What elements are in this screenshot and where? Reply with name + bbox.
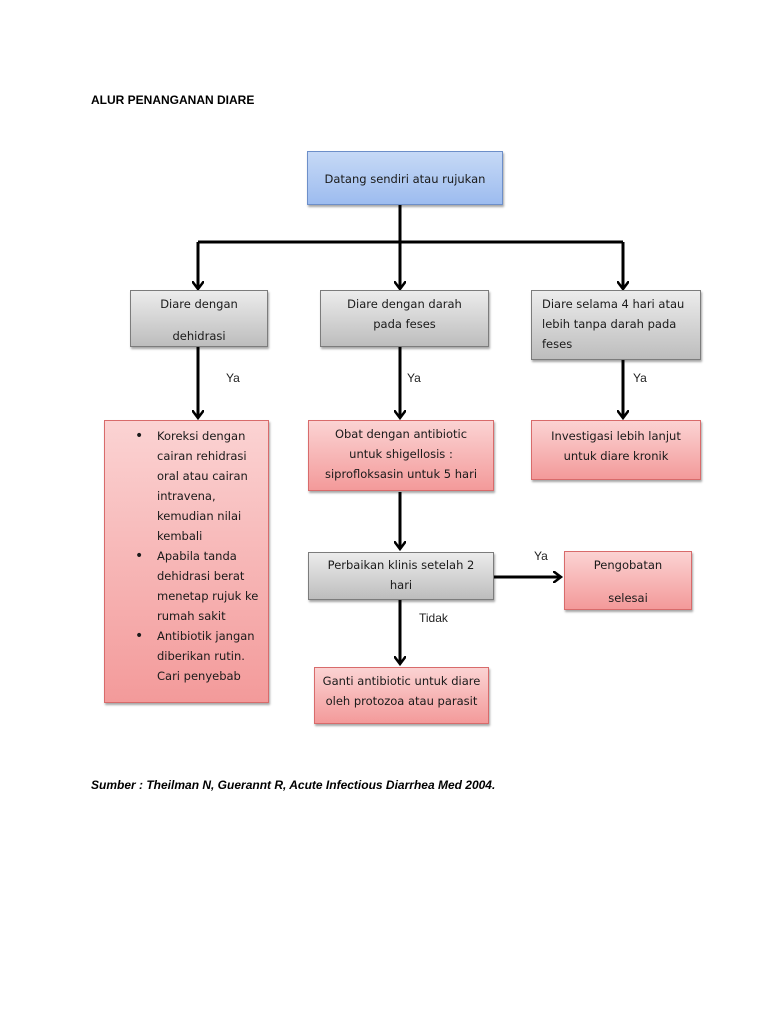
label-no-improved: Tidak xyxy=(419,611,448,625)
label-yes-bloody: Ya xyxy=(407,371,421,385)
label-yes-improved: Ya xyxy=(534,549,548,563)
node-dehydration-line1: Diare dengan xyxy=(160,297,238,311)
dehydration-action-item: Apabila tanda dehidrasi berat menetap ru… xyxy=(135,546,262,626)
node-chronic: Diare selama 4 hari atau lebih tanpa dar… xyxy=(531,290,701,360)
dehydration-actions-list: Koreksi dengan cairan rehidrasi oral ata… xyxy=(105,426,262,686)
label-yes-chronic: Ya xyxy=(633,371,647,385)
node-treatment-done-line1: Pengobatan xyxy=(593,558,663,572)
node-clinical-check-text: Perbaikan klinis setelah 2 hari xyxy=(327,558,475,592)
node-dehydration-actions: Koreksi dengan cairan rehidrasi oral ata… xyxy=(104,420,269,703)
node-clinical-check: Perbaikan klinis setelah 2 hari xyxy=(308,552,494,600)
node-start-text: Datang sendiri atau rujukan xyxy=(324,172,486,186)
node-antibiotic: Obat dengan antibiotic untuk shigellosis… xyxy=(308,420,494,491)
node-dehydration-line2: dehidrasi xyxy=(172,329,226,343)
node-investigate: Investigasi lebih lanjut untuk diare kro… xyxy=(531,420,701,480)
source-citation: Sumber : Theilman N, Guerannt R, Acute I… xyxy=(91,778,496,792)
node-antibiotic-text: Obat dengan antibiotic untuk shigellosis… xyxy=(324,427,478,481)
document-title: ALUR PENANGANAN DIARE xyxy=(91,93,255,107)
node-change-antibiotic-text: Ganti antibiotic untuk diare oleh protoz… xyxy=(322,674,481,708)
node-treatment-done-line2: selesai xyxy=(608,591,648,605)
node-treatment-done: Pengobatan selesai xyxy=(564,551,692,610)
node-bloody-stool: Diare dengan darah pada feses xyxy=(320,290,489,347)
dehydration-action-item: Antibiotik jangan diberikan rutin. Cari … xyxy=(135,626,262,686)
node-change-antibiotic: Ganti antibiotic untuk diare oleh protoz… xyxy=(314,667,489,724)
node-dehydration: Diare dengan dehidrasi xyxy=(130,290,268,347)
node-bloody-stool-text: Diare dengan darah pada feses xyxy=(347,297,462,331)
label-yes-dehydration: Ya xyxy=(226,371,240,385)
node-start: Datang sendiri atau rujukan xyxy=(307,151,503,205)
dehydration-action-item: Koreksi dengan cairan rehidrasi oral ata… xyxy=(135,426,262,546)
node-investigate-text: Investigasi lebih lanjut untuk diare kro… xyxy=(551,429,681,463)
node-chronic-text: Diare selama 4 hari atau lebih tanpa dar… xyxy=(542,297,685,351)
